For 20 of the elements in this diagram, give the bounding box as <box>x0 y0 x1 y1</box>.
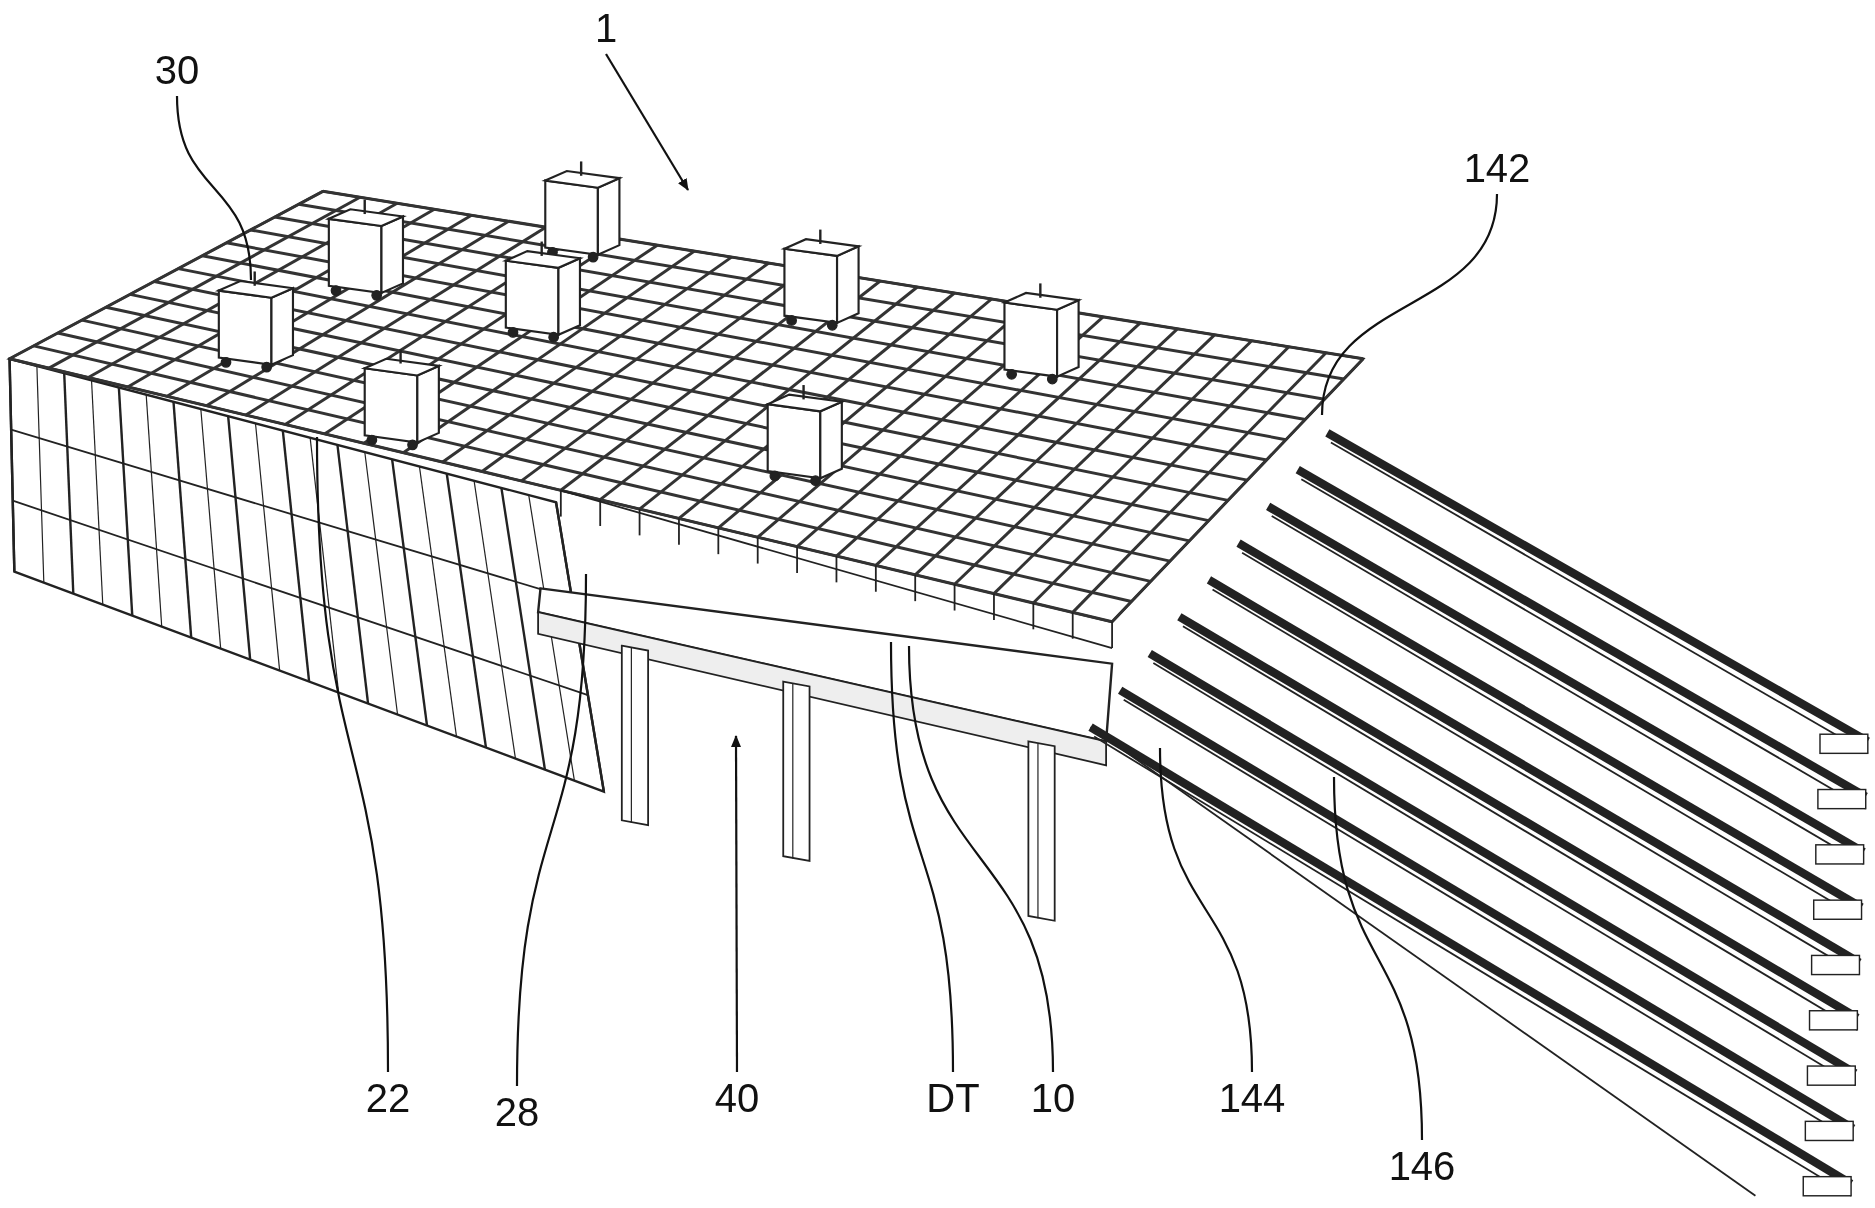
arrow <box>605 53 689 191</box>
callout-number: 10 <box>1030 1076 1076 1120</box>
callout-number: 28 <box>494 1090 540 1134</box>
callout-number: 30 <box>154 48 200 92</box>
leader-line <box>515 573 588 1087</box>
leader-line <box>175 95 253 281</box>
leader-line <box>1158 747 1254 1073</box>
arrow <box>731 735 742 1072</box>
callout-number: DT <box>926 1076 980 1120</box>
leader-line <box>315 437 390 1072</box>
leader-line <box>1320 193 1499 416</box>
callout-number: 22 <box>365 1076 411 1120</box>
callout-number: 146 <box>1388 1144 1456 1188</box>
callout-number: 40 <box>714 1076 760 1120</box>
callout-number: 144 <box>1218 1076 1286 1120</box>
leader-line <box>889 641 955 1073</box>
leader-line <box>907 645 1055 1073</box>
callout-number: 1 <box>594 6 618 50</box>
callout-number: 142 <box>1463 146 1531 190</box>
leader-line <box>1332 776 1424 1141</box>
